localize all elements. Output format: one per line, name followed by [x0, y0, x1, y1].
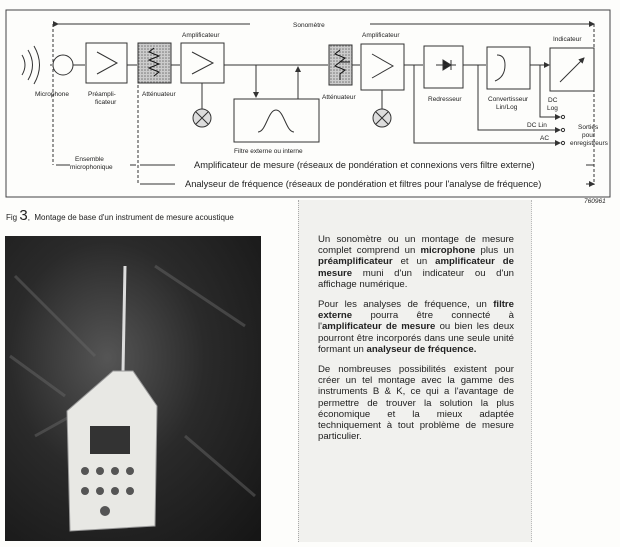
label-indicateur: Indicateur: [553, 36, 582, 43]
microphone-icon: [52, 54, 74, 76]
text-segment: ou bien les deux pourront être incorporé…: [318, 321, 515, 355]
label-convertisseur: Convertisseur: [488, 96, 529, 103]
paragraph: Un sonomètre ou un montage de mesure com…: [318, 234, 514, 290]
label-ref: 760961: [584, 198, 606, 205]
label-att2: Atténuateur: [322, 94, 356, 101]
label-ac: AC: [540, 135, 549, 142]
label-convertisseur-2: Lin/Log: [496, 104, 518, 111]
bold-term: préamplificateur: [318, 256, 393, 268]
paragraph: Pour les analyses de fréquence, un filtr…: [318, 299, 514, 355]
text-segment: et un: [392, 256, 436, 268]
label-preampli: Préampli-: [88, 91, 116, 98]
text-segment: plus un: [475, 245, 515, 257]
label-sorties-2: pour: [582, 132, 596, 139]
text-segment: De nombreuses possibilités existent pour…: [318, 364, 514, 443]
label-dc: DC: [548, 97, 558, 104]
bold-term: analyseur de fréquence.: [366, 343, 477, 355]
caption-text: Montage de base d'un instrument de mesur…: [34, 213, 234, 222]
label-amp1: Amplificateur: [182, 32, 220, 39]
label-analyseur: Analyseur de fréquence (réseaux de pondé…: [185, 179, 541, 189]
paragraph: De nombreuses possibilités existent pour…: [318, 364, 514, 442]
label-redresseur: Redresseur: [428, 96, 462, 103]
body-text: Un sonomètre ou un montage de mesure com…: [318, 234, 514, 451]
label-sorties: Sorties: [578, 124, 599, 131]
text-segment: pourra être connecté à l': [318, 310, 514, 333]
block-diagram: Sonomètre Amplificateur Amplificateur In…: [5, 9, 611, 205]
figure-caption: Fig 3, Montage de base d'un instrument d…: [6, 207, 234, 224]
instrument-photo: [5, 236, 261, 541]
caption-suffix: ,: [27, 213, 30, 222]
text-segment: Pour les analyses de fréquence, un: [318, 299, 494, 311]
sound-level-meter-image: [9, 264, 256, 532]
label-amp2: Amplificateur: [362, 32, 400, 39]
bold-term: amplificateur de mesure: [318, 256, 515, 279]
label-dclin: DC Lin: [527, 122, 547, 129]
label-sonometre: Sonomètre: [293, 22, 325, 29]
label-filtre: Filtre externe ou interne: [234, 148, 303, 155]
label-ensemble: Ensemble: [75, 156, 104, 163]
caption-number: 3: [19, 207, 28, 224]
label-sorties-3: enregistreurs: [570, 140, 609, 147]
bold-term: microphone: [420, 245, 476, 257]
label-att1: Atténuateur: [142, 91, 176, 98]
label-ampli-mesure: Amplificateur de mesure (réseaux de pond…: [194, 160, 535, 170]
label-microphone: Microphone: [35, 91, 69, 98]
label-ensemble-2: microphonique: [70, 164, 113, 171]
text-segment: Un sonomètre ou un montage de mesure com…: [318, 234, 514, 257]
text-panel: [298, 200, 532, 542]
text-segment: muni d'un indicateur ou d'un affichage n…: [318, 267, 514, 290]
bold-term: amplificateur de mesure: [321, 321, 436, 333]
diagram-frame: [5, 9, 611, 198]
bold-term: filtre externe: [318, 299, 514, 322]
caption-prefix: Fig: [6, 213, 18, 222]
label-preampli-2: ficateur: [95, 99, 117, 106]
label-log: Log: [547, 105, 558, 112]
